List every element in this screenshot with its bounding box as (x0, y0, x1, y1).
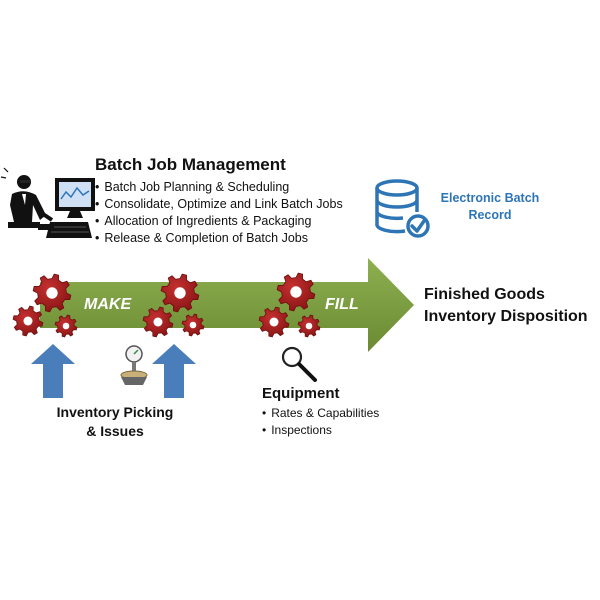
list-item: Allocation of Ingredients & Packaging (95, 213, 343, 230)
ebr-line-2: Record (468, 208, 512, 222)
finished-line-2: Inventory Disposition (424, 308, 588, 325)
process-arrow (40, 258, 414, 352)
gear-icon (32, 273, 72, 313)
database-check-icon (375, 179, 430, 238)
up-arrow-icon (152, 344, 196, 398)
weighing-scale-icon (120, 345, 148, 385)
finished-goods-label: Finished Goods Inventory Disposition (424, 284, 588, 328)
gear-icon (54, 314, 78, 338)
person-at-computer-icon (0, 167, 95, 238)
list-item: Inspections (262, 422, 379, 439)
gear-icon (142, 306, 174, 338)
list-item: Rates & Capabilities (262, 405, 379, 422)
list-item: Batch Job Planning & Scheduling (95, 179, 343, 196)
gear-icon (276, 272, 316, 312)
inventory-line-2: & Issues (86, 423, 144, 439)
inventory-line-1: Inventory Picking (56, 404, 174, 420)
gear-icon (12, 305, 44, 337)
gear-icon (258, 306, 290, 338)
make-stage-label: MAKE (84, 296, 132, 313)
list-item: Release & Completion of Batch Jobs (95, 230, 343, 247)
gear-cluster-fill (258, 272, 321, 338)
batch-job-panel: Batch Job Management Batch Job Planning … (95, 155, 343, 247)
gear-cluster-make-1 (12, 273, 78, 338)
ebr-line-1: Electronic Batch (440, 191, 540, 205)
up-arrow-icon (31, 344, 75, 398)
batch-job-title: Batch Job Management (95, 155, 286, 174)
equipment-panel: Equipment Rates & Capabilities Inspectio… (262, 385, 379, 439)
finished-line-1: Finished Goods (424, 286, 545, 303)
fill-stage-label: FILL (325, 296, 359, 313)
gear-icon (181, 313, 205, 337)
gear-cluster-make-2 (142, 273, 205, 338)
ebr-label: Electronic Batch Record (430, 190, 550, 224)
list-item: Consolidate, Optimize and Link Batch Job… (95, 196, 342, 213)
gear-icon (297, 314, 321, 338)
gear-icon (160, 273, 200, 313)
equipment-list: Rates & Capabilities Inspections (262, 405, 379, 439)
batch-job-list: Batch Job Planning & Scheduling Consolid… (95, 179, 343, 247)
magnifier-icon (281, 346, 317, 382)
equipment-title: Equipment (262, 385, 340, 402)
inventory-picking-label: Inventory Picking & Issues (40, 403, 190, 441)
